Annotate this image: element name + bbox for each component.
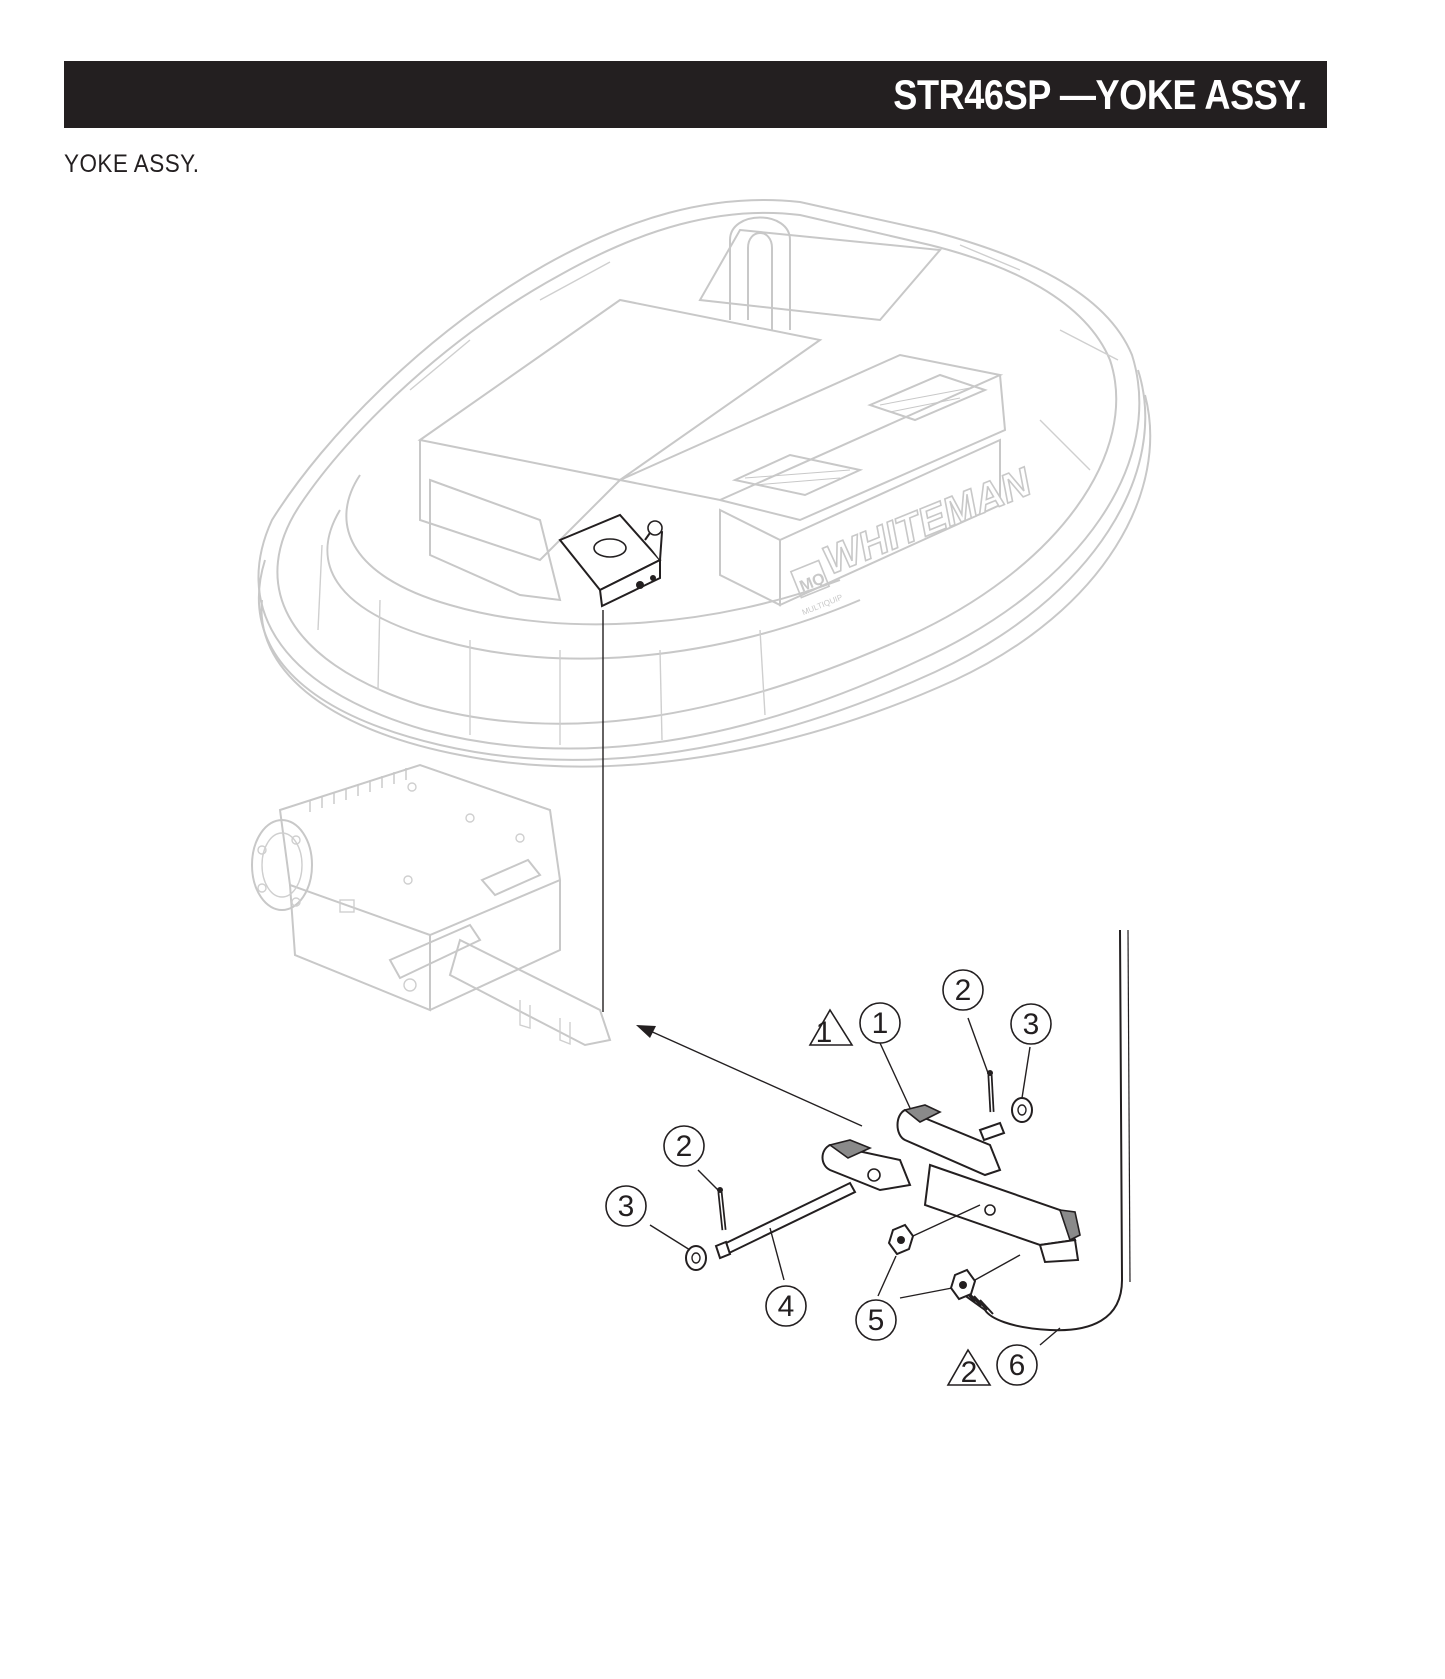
nut-upper [887, 1223, 915, 1256]
cotter-pin-lower [717, 1187, 727, 1231]
cable-line [984, 929, 1124, 1332]
callout-4: 4 [765, 1285, 807, 1327]
callout-3b: 3 [605, 1185, 647, 1227]
yoke-pin [714, 1181, 857, 1260]
callout-2a: 2 [942, 969, 984, 1011]
svg-text:1: 1 [816, 1016, 833, 1049]
page-title: STR46SP —YOKE ASSY. [893, 71, 1308, 118]
svg-text:1: 1 [872, 1007, 889, 1040]
svg-text:2: 2 [961, 1356, 978, 1389]
svg-text:2: 2 [955, 974, 972, 1007]
callout-5: 5 [855, 1299, 897, 1341]
nut-lower [949, 1268, 977, 1301]
yoke-part-1 [821, 1104, 1081, 1264]
callout-2b: 2 [663, 1125, 705, 1167]
washer-lower [685, 1245, 707, 1271]
cotter-pin-upper [987, 1070, 995, 1113]
svg-text:3: 3 [1023, 1008, 1040, 1041]
callout-3a: 3 [1010, 1003, 1052, 1045]
brand-badge-text: MQ [797, 570, 827, 595]
section-label: YOKE ASSY. [64, 150, 200, 178]
trowel-machine-illustration: WHITEMAN MQ MULTIQUIP [257, 199, 1152, 768]
callout-6: 2 6 [946, 1344, 1038, 1389]
svg-text:6: 6 [1009, 1349, 1026, 1382]
mount-hole [593, 538, 627, 558]
svg-text:3: 3 [618, 1190, 635, 1223]
svg-text:4: 4 [778, 1290, 795, 1323]
washer-upper [1011, 1097, 1033, 1123]
assembly-arrow [636, 1025, 863, 1127]
svg-text:5: 5 [868, 1304, 885, 1337]
title-bar: STR46SP —YOKE ASSY. [64, 61, 1327, 128]
svg-text:2: 2 [676, 1130, 693, 1163]
callout-1: 1 1 [808, 1002, 901, 1049]
brand-badge-subtext: MULTIQUIP [801, 593, 844, 617]
brand-badge [789, 559, 831, 599]
brand-logo: WHITEMAN [817, 460, 1038, 584]
gearbox-illustration [251, 763, 612, 1047]
